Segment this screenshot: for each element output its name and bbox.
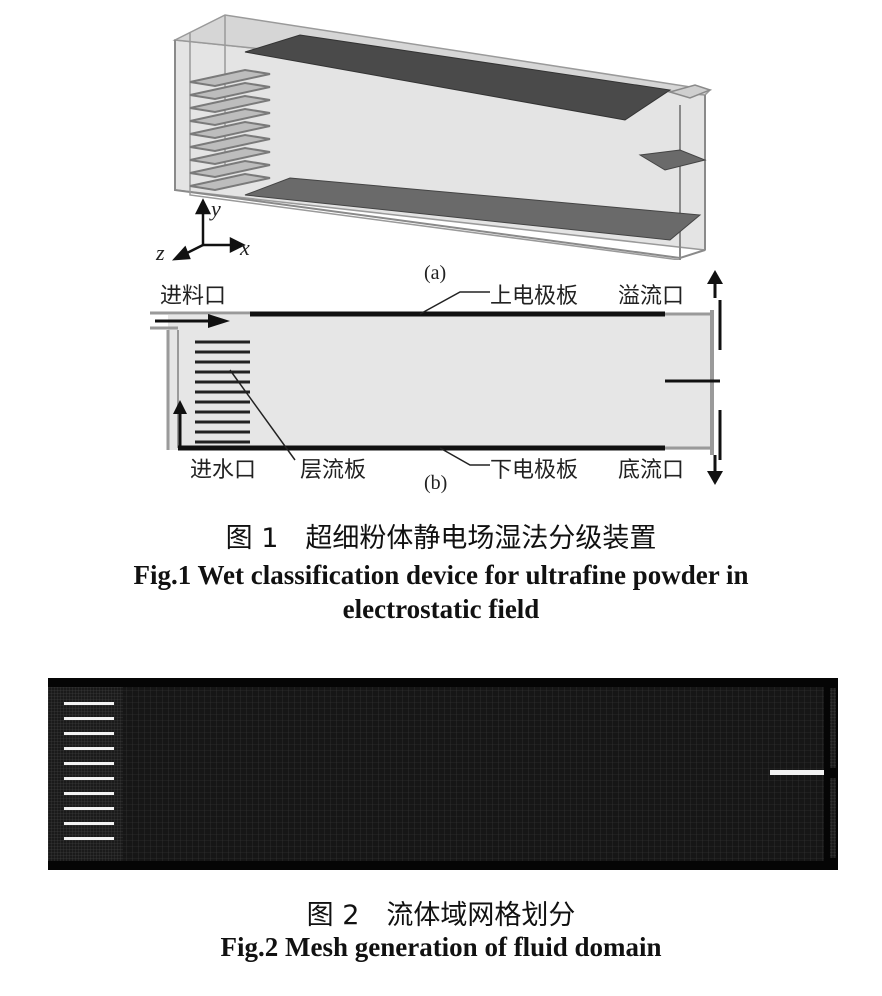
- mesh-divider-slot: [770, 770, 830, 775]
- fig1a-3d-device-drawing: [172, 14, 713, 260]
- lower-electrode-plate-3d: [244, 177, 702, 241]
- fig2-caption-en: Fig.2 Mesh generation of fluid domain: [220, 932, 662, 962]
- fig1-caption-en-line1: Fig.1 Wet classification device for ultr…: [133, 560, 749, 590]
- label-feed-inlet: 进料口: [160, 284, 227, 309]
- subfigure-label-a: (a): [424, 262, 447, 284]
- axis-triad: [171, 198, 246, 261]
- axis-label-z: z: [156, 240, 165, 265]
- fig2-mesh-image: [48, 678, 838, 870]
- label-water-inlet: 进水口: [190, 458, 257, 483]
- axis-label-y: y: [211, 196, 221, 221]
- fig1-caption-en-line2: electrostatic field: [342, 594, 540, 624]
- mesh-refined-inlet-zone: [48, 686, 123, 862]
- label-laminar-plate: 层流板: [300, 458, 367, 483]
- fig1-caption-cn: 图 1 超细粉体静电场湿法分级装置: [225, 523, 657, 554]
- overflow-divider-plate-3d: [638, 149, 707, 171]
- laminar-plate-stack: [195, 340, 250, 444]
- subfigure-label-b: (b): [424, 472, 448, 494]
- label-overflow-outlet: 溢流口: [618, 284, 685, 309]
- mesh-domain: [48, 686, 838, 862]
- label-lower-electrode: 下电极板: [490, 458, 579, 483]
- mesh-laminar-plate-slots: [64, 702, 114, 840]
- fig2-caption-cn: 图 2 流体域网格划分: [306, 900, 576, 931]
- laminar-plate-stack-3d: [189, 68, 271, 192]
- fig1b-section-drawing: [150, 270, 723, 485]
- chamber-fill: [168, 315, 713, 450]
- label-underflow-outlet: 底流口: [618, 458, 685, 483]
- upper-electrode-plate-3d: [244, 34, 672, 121]
- label-upper-electrode: 上电极板: [490, 284, 579, 309]
- axis-label-x: x: [240, 235, 250, 260]
